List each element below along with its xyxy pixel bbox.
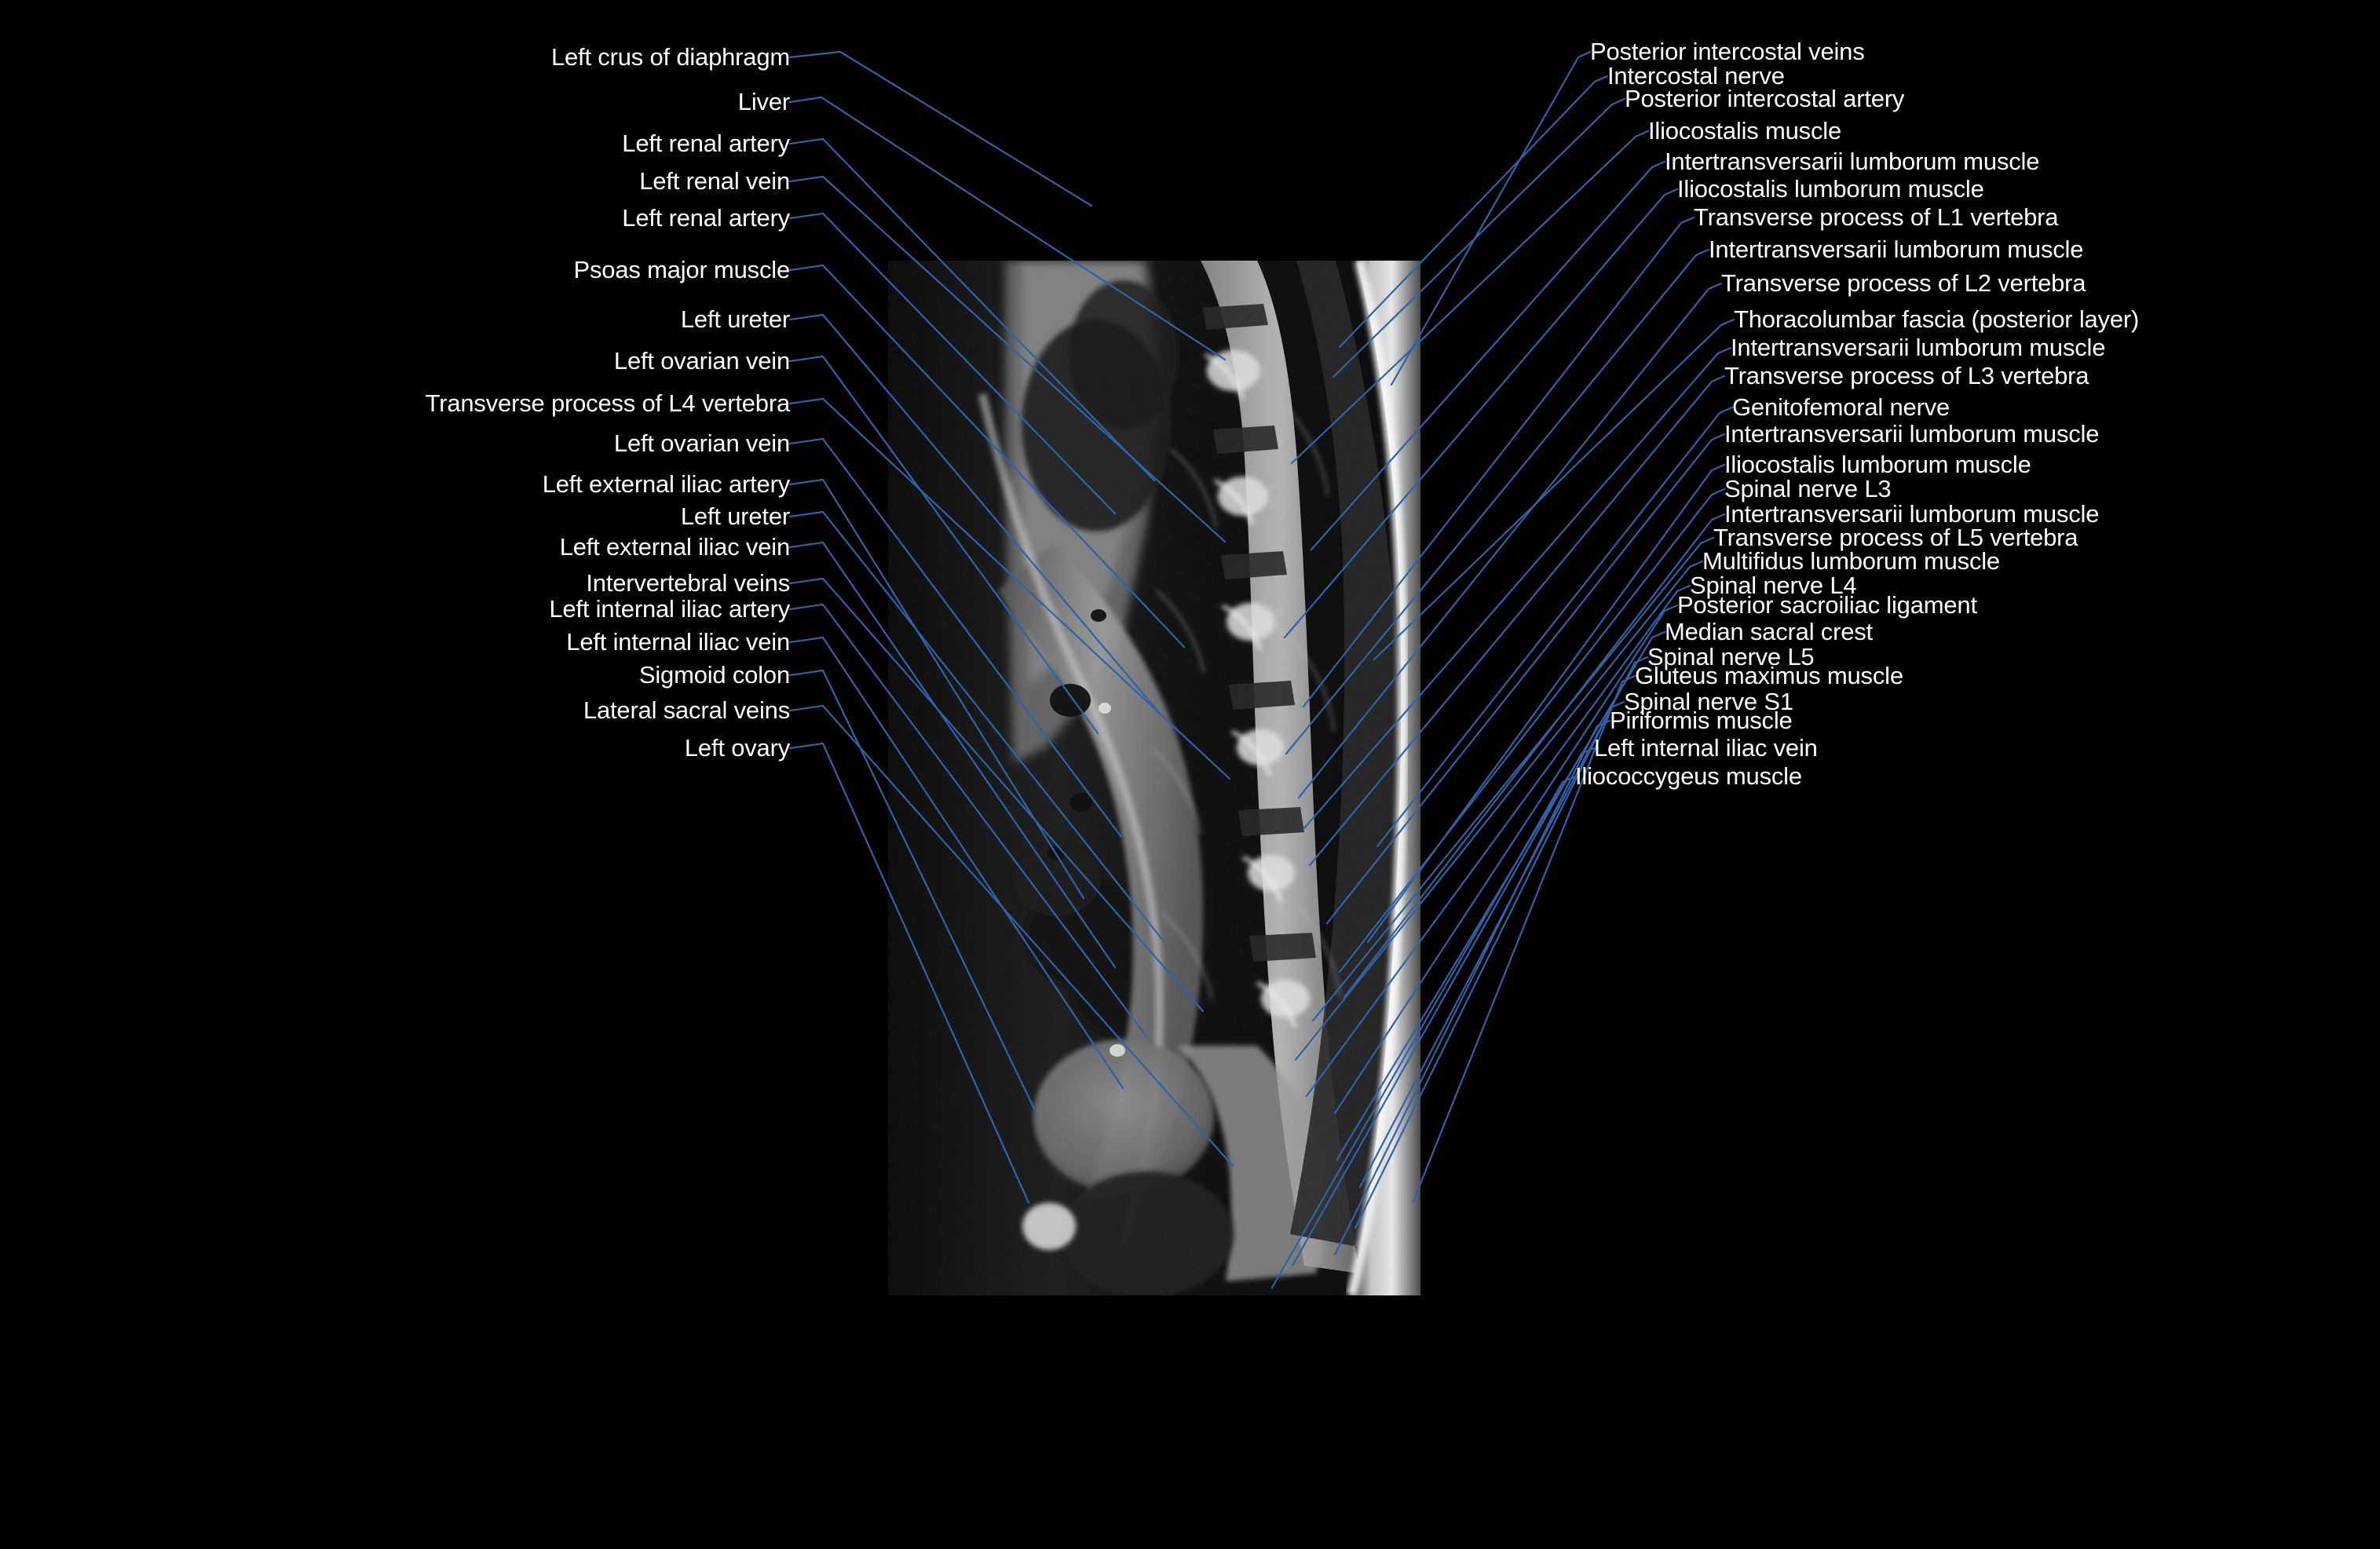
label-left-renal-artery: Left renal artery bbox=[622, 130, 790, 157]
label-genitofemoral-nerve: Genitofemoral nerve bbox=[1732, 393, 1950, 421]
label-intertransversarii-lumborum-muscle: Intertransversarii lumborum muscle bbox=[1724, 420, 2100, 448]
label-left-crus-of-diaphragm: Left crus of diaphragm bbox=[550, 43, 790, 71]
label-left-internal-iliac-vein: Left internal iliac vein bbox=[566, 628, 790, 656]
leader-left-crus-of-diaphragm bbox=[788, 50, 1093, 207]
label-posterior-intercostal-veins: Posterior intercostal veins bbox=[1590, 38, 1865, 65]
label-left-ureter: Left ureter bbox=[680, 305, 790, 333]
label-multifidus-lumborum-muscle: Multifidus lumborum muscle bbox=[1702, 547, 2000, 575]
label-posterior-intercostal-artery: Posterior intercostal artery bbox=[1625, 85, 1905, 112]
label-sigmoid-colon: Sigmoid colon bbox=[638, 661, 790, 689]
label-spinal-nerve-l5: Spinal nerve L5 bbox=[1647, 643, 1815, 670]
label-left-ovarian-vein: Left ovarian vein bbox=[613, 429, 790, 457]
label-intervertebral-veins: Intervertebral veins bbox=[586, 569, 790, 597]
label-left-ovarian-vein: Left ovarian vein bbox=[613, 347, 790, 374]
label-left-ovary: Left ovary bbox=[684, 734, 790, 762]
label-spinal-nerve-l4: Spinal nerve L4 bbox=[1690, 572, 1857, 599]
label-gluteus-maximus-muscle: Gluteus maximus muscle bbox=[1635, 662, 1903, 689]
label-iliocostalis-lumborum-muscle: Iliocostalis lumborum muscle bbox=[1724, 451, 2031, 478]
label-posterior-sacroiliac-ligament: Posterior sacroiliac ligament bbox=[1677, 591, 1977, 619]
label-intertransversarii-lumborum-muscle: Intertransversarii lumborum muscle bbox=[1731, 334, 2106, 361]
label-left-internal-iliac-artery: Left internal iliac artery bbox=[549, 595, 790, 623]
label-spinal-nerve-l3: Spinal nerve L3 bbox=[1724, 475, 1892, 502]
label-left-external-iliac-vein: Left external iliac vein bbox=[559, 533, 791, 561]
label-iliocostalis-muscle: Iliocostalis muscle bbox=[1648, 117, 1842, 144]
label-intertransversarii-lumborum-muscle: Intertransversarii lumborum muscle bbox=[1665, 148, 2040, 175]
label-left-external-iliac-artery: Left external iliac artery bbox=[542, 470, 790, 498]
label-intertransversarii-lumborum-muscle: Intertransversarii lumborum muscle bbox=[1709, 236, 2084, 263]
label-median-sacral-crest: Median sacral crest bbox=[1665, 618, 1873, 645]
label-psoas-major-muscle: Psoas major muscle bbox=[573, 256, 791, 283]
label-lateral-sacral-veins: Lateral sacral veins bbox=[583, 696, 790, 724]
label-intertransversarii-lumborum-muscle: Intertransversarii lumborum muscle bbox=[1724, 500, 2100, 528]
label-transverse-process-of-l4-vertebra: Transverse process of L4 vertebra bbox=[425, 389, 791, 417]
label-left-internal-iliac-vein: Left internal iliac vein bbox=[1594, 734, 1818, 762]
label-left-ureter: Left ureter bbox=[680, 502, 790, 530]
mri-scan-image bbox=[888, 261, 1420, 1295]
label-piriformis-muscle: Piriformis muscle bbox=[1610, 707, 1793, 734]
mri-scan bbox=[888, 261, 1420, 1295]
label-transverse-process-of-l5-vertebra: Transverse process of L5 vertebra bbox=[1713, 524, 2078, 551]
label-transverse-process-of-l1-vertebra: Transverse process of L1 vertebra bbox=[1694, 203, 2059, 231]
leader-posterior-intercostal-veins bbox=[1390, 50, 1592, 386]
label-iliocostalis-lumborum-muscle: Iliocostalis lumborum muscle bbox=[1677, 175, 1984, 203]
label-iliococcygeus-muscle: Iliococcygeus muscle bbox=[1575, 762, 1802, 790]
label-left-renal-vein: Left renal vein bbox=[639, 167, 790, 195]
label-transverse-process-of-l3-vertebra: Transverse process of L3 vertebra bbox=[1724, 362, 2089, 389]
label-left-renal-artery: Left renal artery bbox=[622, 204, 790, 232]
label-spinal-nerve-s1: Spinal nerve S1 bbox=[1624, 688, 1793, 715]
label-intercostal-nerve: Intercostal nerve bbox=[1607, 62, 1785, 90]
label-liver: Liver bbox=[737, 88, 790, 115]
label-transverse-process-of-l2-vertebra: Transverse process of L2 vertebra bbox=[1721, 269, 2086, 297]
label-thoracolumbar-fascia-posterior-layer: Thoracolumbar fascia (posterior layer) bbox=[1734, 305, 2140, 333]
